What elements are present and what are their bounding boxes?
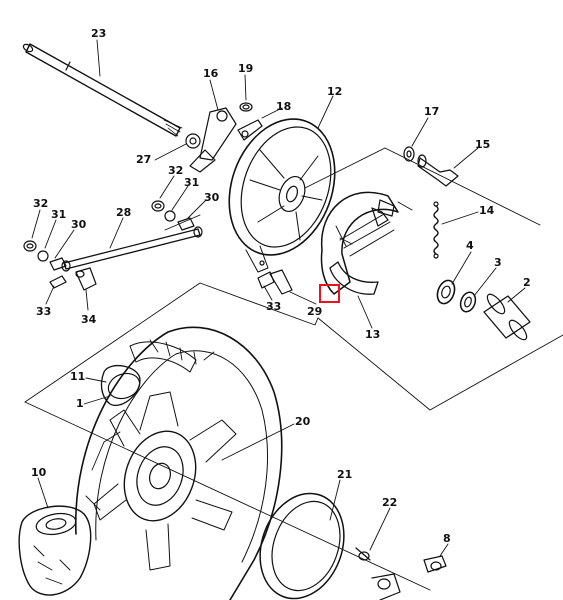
label-part-18: 18 <box>276 100 292 113</box>
label-part-34: 34 <box>81 313 97 326</box>
label-part-2: 2 <box>523 276 531 289</box>
label-part-28: 28 <box>116 206 132 219</box>
label-part-4: 4 <box>466 239 474 252</box>
spring-part-14 <box>433 201 439 259</box>
bolt-part-22 <box>355 547 371 561</box>
label-part-33-left: 33 <box>36 305 52 318</box>
bolt-part-34 <box>75 267 97 291</box>
bolt-part-33-right <box>257 271 275 289</box>
cam-part-15 <box>417 154 459 187</box>
camshaft-lever-part-16 <box>185 107 237 173</box>
collar-part-2 <box>483 293 531 341</box>
bolt-part-8 <box>371 555 447 600</box>
label-part-13: 13 <box>365 328 381 341</box>
label-part-1: 1 <box>76 397 84 410</box>
label-part-10: 10 <box>31 466 47 479</box>
label-part-30-lower: 30 <box>71 218 87 231</box>
label-part-15: 15 <box>475 138 491 151</box>
brake-plate-part-12 <box>228 118 336 273</box>
label-part-11: 11 <box>70 370 86 383</box>
label-part-32-upper: 32 <box>168 164 184 177</box>
bushing-part-30-upper <box>177 217 195 231</box>
hub-clutch-part-10 <box>18 505 92 596</box>
washer-part-31-upper <box>164 210 176 222</box>
wheel-hub-part-20 <box>75 326 283 600</box>
label-part-31-upper: 31 <box>184 176 200 189</box>
nut-part-32-lower <box>23 240 37 252</box>
bolt-part-33-left <box>49 275 67 289</box>
label-part-29: 29 <box>307 305 323 318</box>
indicator-part-18 <box>237 119 263 141</box>
label-part-16: 16 <box>203 67 219 80</box>
nut-part-32-upper <box>151 200 165 212</box>
label-part-20: 20 <box>295 415 311 428</box>
brake-shoe-part-13 <box>320 191 413 295</box>
bushing-part-30-lower <box>49 257 67 271</box>
oil-seal-part-4 <box>436 279 456 305</box>
label-part-33-right: 33 <box>266 300 282 313</box>
leader-lines <box>31 39 526 557</box>
pin-part-29 <box>269 269 293 295</box>
label-part-21: 21 <box>337 468 353 481</box>
bolt-part-19 <box>239 102 253 112</box>
label-part-22: 22 <box>382 496 398 509</box>
label-part-14: 14 <box>479 204 495 217</box>
label-part-8: 8 <box>443 532 451 545</box>
axle-part-23 <box>22 43 183 137</box>
label-part-17: 17 <box>424 105 440 118</box>
label-part-19: 19 <box>238 62 254 75</box>
tension-rod-part-28 <box>61 226 203 272</box>
bearing-part-3 <box>459 291 477 313</box>
highlight-box <box>319 284 340 303</box>
washer-part-31-lower <box>37 250 49 262</box>
washer-part-17 <box>403 146 415 162</box>
label-part-23: 23 <box>91 27 107 40</box>
label-part-32-lower: 32 <box>33 197 49 210</box>
label-part-31-lower: 31 <box>51 208 67 221</box>
label-part-3: 3 <box>494 256 502 269</box>
label-part-27: 27 <box>136 153 152 166</box>
label-part-30-upper: 30 <box>204 191 220 204</box>
ring-part-21 <box>259 492 345 600</box>
label-part-12: 12 <box>327 85 343 98</box>
